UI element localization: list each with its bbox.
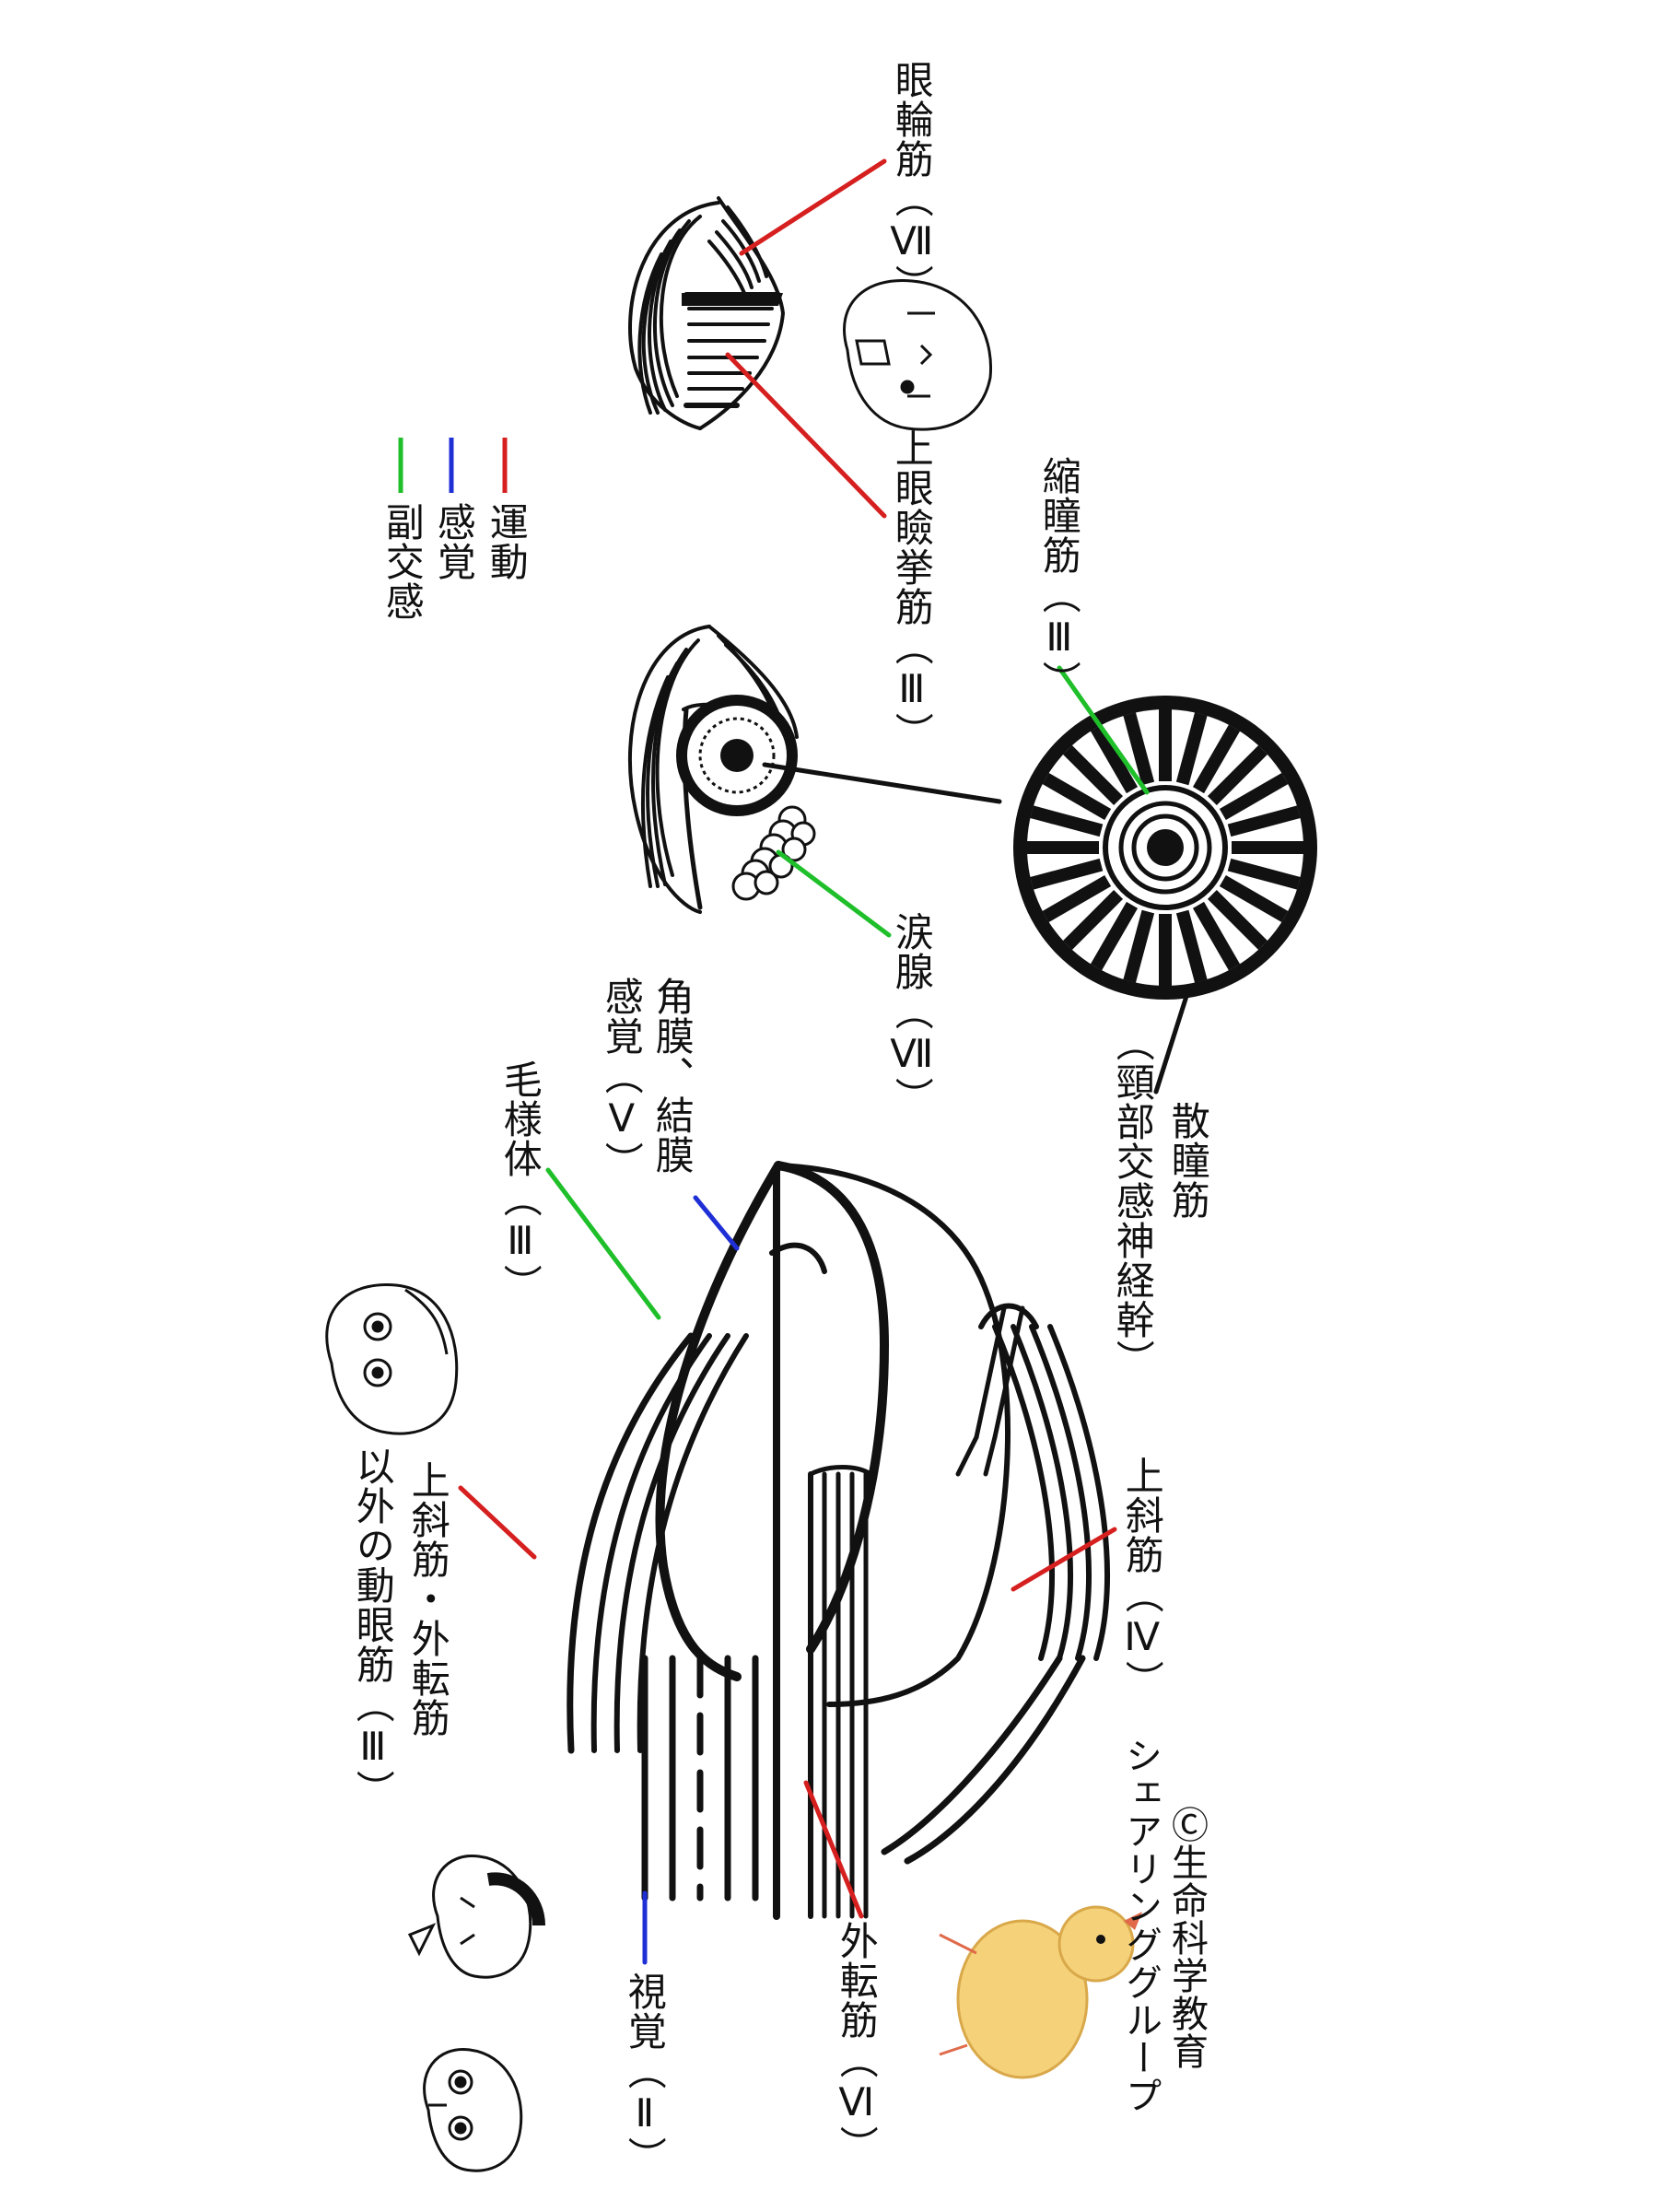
label-sphincter: 縮瞳筋（Ⅲ） bbox=[1036, 456, 1082, 700]
other-muscles-pointer bbox=[458, 1485, 537, 1560]
wheel-spoke bbox=[1062, 744, 1124, 806]
legend-label-motor: 運動 bbox=[484, 502, 530, 581]
label-lacrimal: 涙腺（Ⅶ） bbox=[889, 912, 935, 1117]
label-cornea-1: 角膜、結膜 bbox=[649, 977, 695, 1175]
dilator-pointer bbox=[1153, 988, 1191, 1094]
label-ciliary: 毛様体（Ⅲ） bbox=[497, 1059, 543, 1304]
wheel-spoke bbox=[1123, 712, 1155, 786]
wheel-spoke bbox=[1175, 712, 1208, 786]
legend-label-sensory: 感覚 bbox=[431, 502, 477, 581]
legend-label-parasympathetic: 副交感 bbox=[380, 502, 426, 621]
closed-eyelid-drawing bbox=[628, 196, 786, 430]
label-dilator-1: 散瞳筋 bbox=[1165, 1101, 1211, 1220]
orbicularis-pointer bbox=[739, 158, 887, 256]
label-lateral: 外転筋（Ⅵ） bbox=[834, 1921, 880, 2165]
wheel-connector-line bbox=[762, 762, 1002, 804]
wheel-spoke bbox=[1192, 724, 1241, 794]
wheel-spoke bbox=[1219, 874, 1289, 923]
label-optic: 視覚（Ⅱ） bbox=[622, 1972, 668, 2176]
wheel-spoke bbox=[1227, 858, 1301, 890]
wheel-spoke bbox=[1123, 909, 1155, 983]
lateral-pointer bbox=[803, 1780, 864, 1919]
face-looking-sketch bbox=[325, 1282, 459, 1435]
wheel-spoke bbox=[1207, 744, 1268, 806]
face-closed-eyes-sketch bbox=[843, 278, 993, 431]
sphincter-pointer bbox=[1057, 665, 1150, 795]
lacrimal-gland-drawing bbox=[731, 805, 816, 901]
wheel-spoke bbox=[1090, 724, 1139, 794]
label-dilator-2: （頸部交感神経幹） bbox=[1110, 1023, 1156, 1379]
eyelid-dark-edge bbox=[682, 293, 783, 306]
wheel-spoke bbox=[1062, 889, 1124, 951]
face-surprised-sketch bbox=[423, 2047, 523, 2172]
wheel-spoke bbox=[1175, 909, 1208, 983]
credit-line-2: シェアリンググループ bbox=[1119, 1737, 1162, 2114]
ciliary-pointer bbox=[545, 1167, 661, 1320]
wheel-spoke bbox=[1207, 889, 1268, 951]
wheel-spoke bbox=[1090, 901, 1139, 971]
wheel-spoke bbox=[1219, 772, 1289, 821]
label-levator: 上眼瞼挙筋（Ⅲ） bbox=[889, 428, 935, 752]
wheel-spoke bbox=[1042, 874, 1112, 923]
label-cornea-2: 感覚（Ⅴ） bbox=[599, 977, 645, 1181]
iris-muscle-wheel bbox=[1013, 696, 1317, 1000]
iris-drawing bbox=[676, 695, 798, 816]
chick-drawing bbox=[939, 1905, 1142, 2079]
lacrimal-pointer bbox=[776, 849, 892, 938]
sup-oblique-pointer bbox=[1011, 1527, 1117, 1592]
wheel-spoke bbox=[1227, 805, 1301, 837]
wheel-spoke bbox=[1030, 805, 1104, 837]
label-sup-oblique: 上斜筋（Ⅳ） bbox=[1119, 1456, 1165, 1700]
cornea-pointer bbox=[693, 1195, 740, 1251]
legend-swatches bbox=[398, 438, 508, 493]
wheel-spoke bbox=[1030, 858, 1104, 890]
label-other-1: 上斜筋・外転筋 bbox=[405, 1460, 451, 1738]
levator-pointer bbox=[725, 352, 887, 519]
label-orbicularis: 眼輪筋（Ⅶ） bbox=[889, 60, 935, 304]
eyeball-cross-section bbox=[567, 1161, 1110, 1920]
label-other-2: 以外の動眼筋（Ⅲ） bbox=[350, 1446, 396, 1809]
wheel-spoke bbox=[1192, 901, 1241, 971]
wheel-spoke bbox=[1042, 772, 1112, 821]
pointer-lines bbox=[458, 158, 1191, 1965]
face-annoyed-sketch bbox=[407, 1854, 545, 1979]
credit-line-1: Ⓒ生命科学教育 bbox=[1165, 1806, 1208, 2070]
